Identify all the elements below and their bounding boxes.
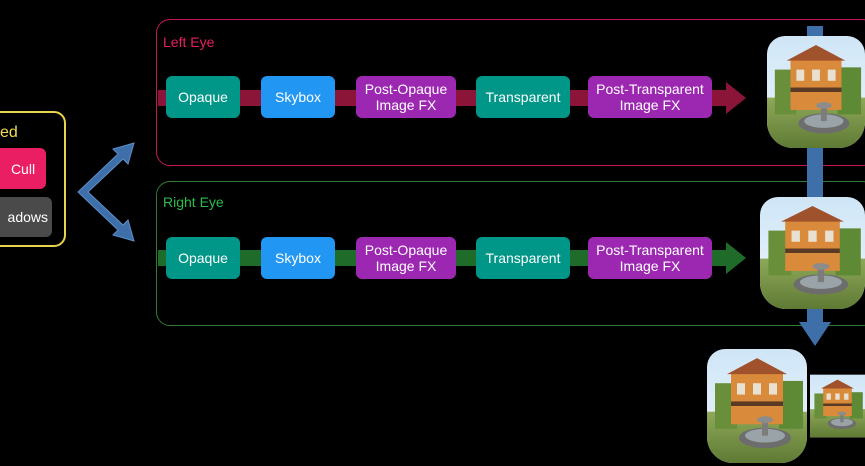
right-opaque-stage: Opaque — [166, 237, 240, 279]
right-eye-render — [760, 197, 865, 309]
combined-left-render — [707, 349, 807, 463]
right-skybox-stage: Skybox — [261, 237, 335, 279]
left-transparent-stage: Transparent — [476, 76, 570, 118]
left-post-opaque-label: Post-Opaque Image FX — [364, 81, 448, 113]
left-transparent-label: Transparent — [485, 89, 561, 105]
right-transparent-label: Transparent — [485, 250, 561, 266]
right-post-transparent-stage: Post-Transparent Image FX — [588, 237, 712, 279]
right-eye-title: Right Eye — [163, 194, 224, 210]
shared-stage-box — [0, 111, 66, 247]
right-opaque-label: Opaque — [178, 250, 228, 266]
combined-right-render — [810, 349, 865, 463]
right-post-opaque-label: Post-Opaque Image FX — [364, 242, 448, 274]
right-post-opaque-stage: Post-Opaque Image FX — [356, 237, 456, 279]
shared-stage-label: ed — [0, 124, 18, 141]
left-post-transparent-stage: Post-Transparent Image FX — [588, 76, 712, 118]
left-opaque-label: Opaque — [178, 89, 228, 105]
left-eye-panel — [156, 19, 865, 166]
shadows-stage: adows — [0, 197, 52, 237]
left-post-transparent-label: Post-Transparent Image FX — [596, 81, 704, 113]
right-skybox-label: Skybox — [275, 250, 321, 266]
left-eye-title: Left Eye — [163, 34, 215, 50]
right-post-transparent-label: Post-Transparent Image FX — [596, 242, 704, 274]
left-skybox-label: Skybox — [275, 89, 321, 105]
left-eye-render — [767, 36, 865, 148]
right-transparent-stage: Transparent — [476, 237, 570, 279]
left-skybox-stage: Skybox — [261, 76, 335, 118]
split-arrow-icon — [77, 142, 135, 242]
left-opaque-stage: Opaque — [166, 76, 240, 118]
right-eye-panel — [156, 181, 865, 326]
cull-label: Cull — [10, 160, 36, 177]
cull-stage: Cull — [0, 148, 46, 189]
shadows-label: adows — [7, 209, 48, 225]
left-post-opaque-stage: Post-Opaque Image FX — [356, 76, 456, 118]
